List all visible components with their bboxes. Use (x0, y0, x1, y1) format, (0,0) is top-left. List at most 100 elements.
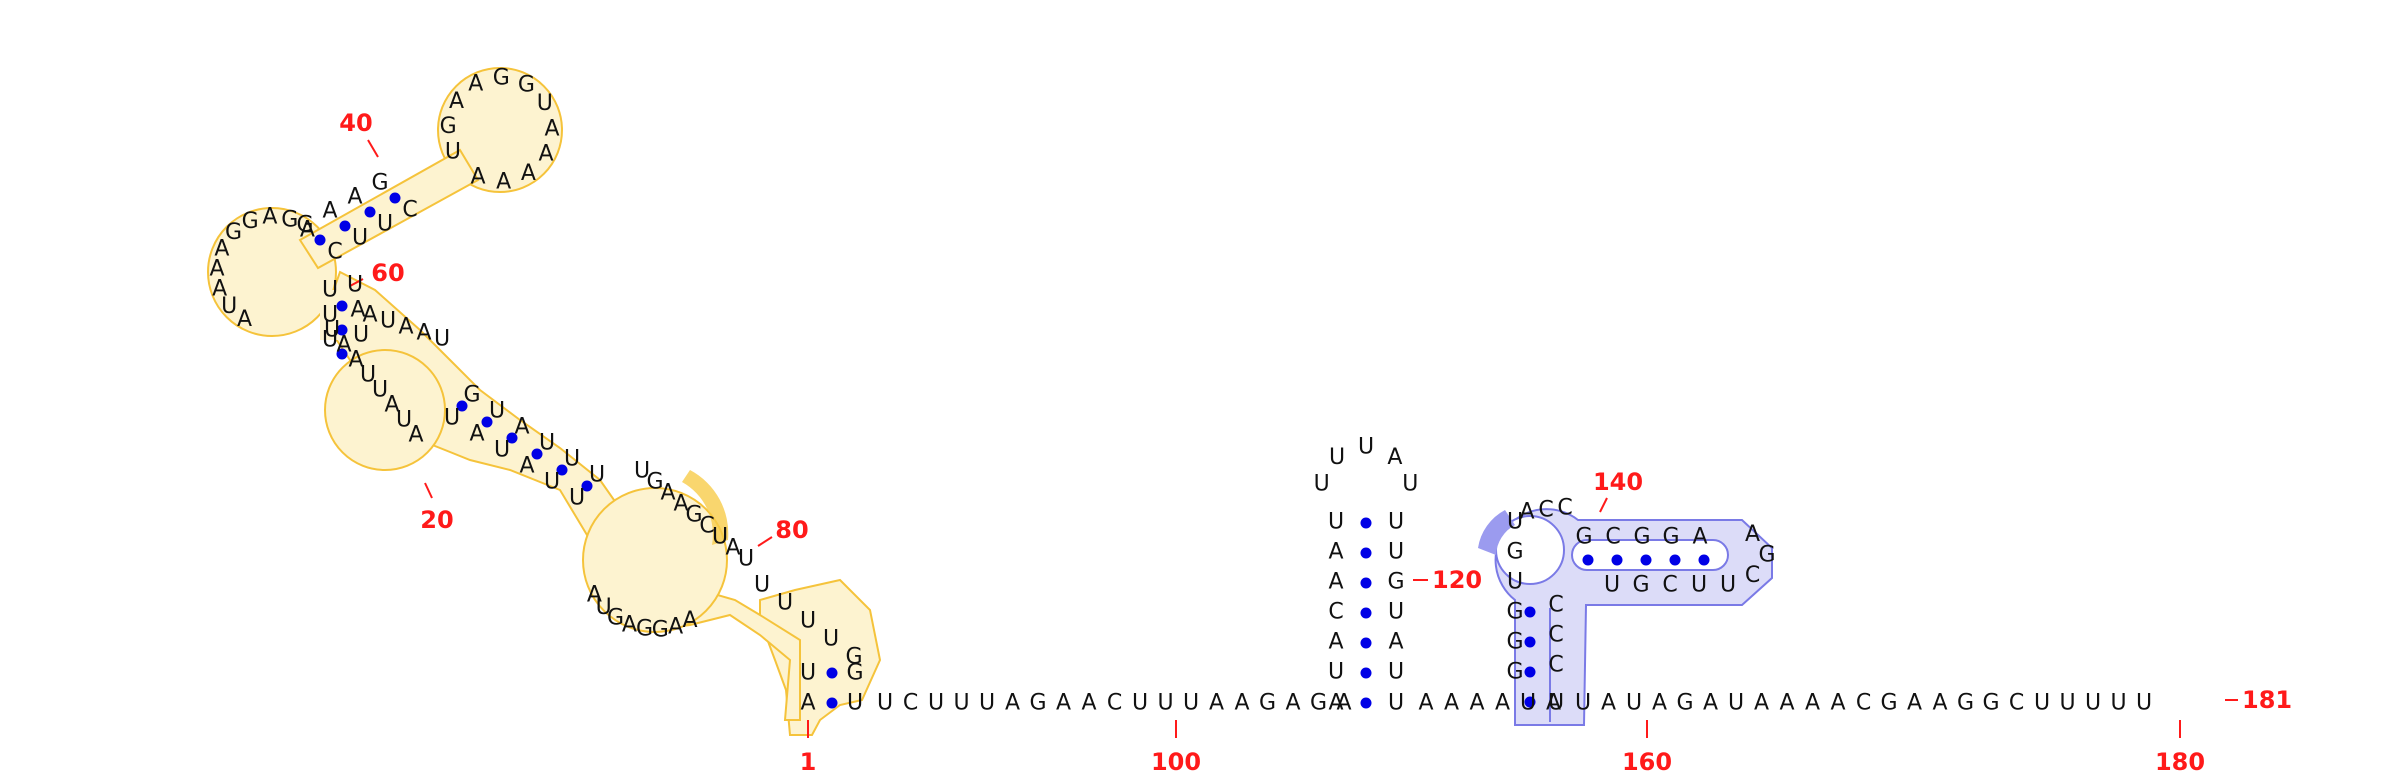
base-pair-dot (506, 432, 518, 444)
nucleotide: A (519, 454, 534, 479)
nucleotide: A (800, 691, 815, 716)
nucleotide: C (1107, 691, 1122, 716)
nucleotide: U (800, 609, 816, 634)
nucleotide: U (754, 573, 770, 598)
base-pair-dot (481, 416, 493, 428)
nucleotide: A (237, 307, 252, 332)
nucleotide: A (521, 161, 536, 186)
nucleotide: G (1506, 540, 1523, 565)
position-tick (367, 139, 379, 158)
base-pair-dot (1360, 607, 1372, 619)
nucleotide: A (210, 256, 225, 281)
nucleotide: A (398, 315, 413, 340)
nucleotide: A (1469, 691, 1484, 716)
nucleotide: G (636, 617, 653, 642)
nucleotide: U (1388, 510, 1404, 535)
nucleotide: U (1314, 472, 1330, 497)
nucleotide: U (494, 438, 510, 463)
nucleotide: U (1728, 691, 1744, 716)
nucleotide: G (493, 66, 510, 91)
nucleotide: A (1907, 691, 1922, 716)
base-pair-dot (556, 464, 568, 476)
nucleotide: C (1662, 573, 1677, 598)
position-number: 80 (775, 516, 808, 544)
base-pair-dot (1360, 517, 1372, 529)
nucleotide: A (1830, 691, 1845, 716)
nucleotide: A (1388, 630, 1403, 655)
nucleotide: U (1548, 691, 1564, 716)
nucleotide: G (1880, 691, 1897, 716)
nucleotide: U (847, 691, 863, 716)
nucleotide: U (352, 226, 368, 251)
nucleotide: A (1328, 691, 1343, 716)
base-pair-dot (826, 667, 838, 679)
nucleotide: A (1387, 445, 1402, 470)
nucleotide: G (646, 470, 663, 495)
nucleotide: C (2009, 691, 2024, 716)
yellow-hl-big-loop (582, 487, 728, 633)
yellow-hl-top-stem (298, 148, 480, 270)
nucleotide: G (371, 171, 388, 196)
nucleotide: C (1328, 600, 1343, 625)
base-pair-dot (456, 400, 468, 412)
nucleotide: U (1388, 691, 1404, 716)
nucleotide: A (1328, 570, 1343, 595)
base-pair-dot (1524, 666, 1536, 678)
nucleotide: A (300, 217, 315, 242)
nucleotide: C (1538, 498, 1553, 523)
nucleotide: A (725, 536, 740, 561)
position-number: 120 (1432, 566, 1482, 594)
nucleotide: A (514, 415, 529, 440)
nucleotide: U (953, 691, 969, 716)
nucleotide: G (845, 645, 862, 670)
yellow-hl-dark-patch (682, 470, 729, 545)
nucleotide: U (800, 661, 816, 686)
nucleotide: U (377, 212, 393, 237)
blue-hl-dark-patch (1478, 510, 1515, 555)
nucleotide: A (1805, 691, 1820, 716)
nucleotide: A (622, 613, 637, 638)
nucleotide: U (1720, 573, 1736, 598)
nucleotide: U (1388, 540, 1404, 565)
nucleotide: U (322, 328, 338, 353)
nucleotide: G (463, 383, 480, 408)
nucleotide: U (1358, 435, 1374, 460)
base-pair-dot (1698, 554, 1710, 566)
yellow-hl-top-loop (437, 67, 563, 193)
nucleotide: A (1081, 691, 1096, 716)
nucleotide: A (1932, 691, 1947, 716)
nucleotide: G (242, 209, 259, 234)
nucleotide: G (1506, 630, 1523, 655)
nucleotide: U (877, 691, 893, 716)
nucleotide: U (1575, 691, 1591, 716)
base-pair-dot (1360, 667, 1372, 679)
nucleotide: U (979, 691, 995, 716)
nucleotide: C (402, 198, 417, 223)
base-pair-dot (336, 300, 348, 312)
base-pair-dot (1640, 554, 1652, 566)
nucleotide: U (396, 408, 412, 433)
nucleotide: U (2136, 691, 2152, 716)
nucleotide: A (1546, 691, 1561, 716)
nucleotide: A (1328, 630, 1343, 655)
nucleotide: A (449, 89, 464, 114)
nucleotide: U (823, 627, 839, 652)
nucleotide: U (1520, 691, 1536, 716)
nucleotide: A (587, 583, 602, 608)
nucleotide: U (1183, 691, 1199, 716)
nucleotide: A (1444, 691, 1459, 716)
position-number: 20 (420, 506, 453, 534)
nucleotide: U (380, 309, 396, 334)
base-pair-dot (1360, 577, 1372, 589)
nucleotide: U (445, 139, 461, 164)
nucleotide: U (738, 547, 754, 572)
base-pair-dot (1669, 554, 1681, 566)
nucleotide: A (348, 348, 363, 373)
nucleotide: A (362, 303, 377, 328)
nucleotide: U (1388, 660, 1404, 685)
nucleotide: A (322, 199, 337, 224)
base-pair-dot (336, 324, 348, 336)
nucleotide: A (1519, 500, 1534, 525)
